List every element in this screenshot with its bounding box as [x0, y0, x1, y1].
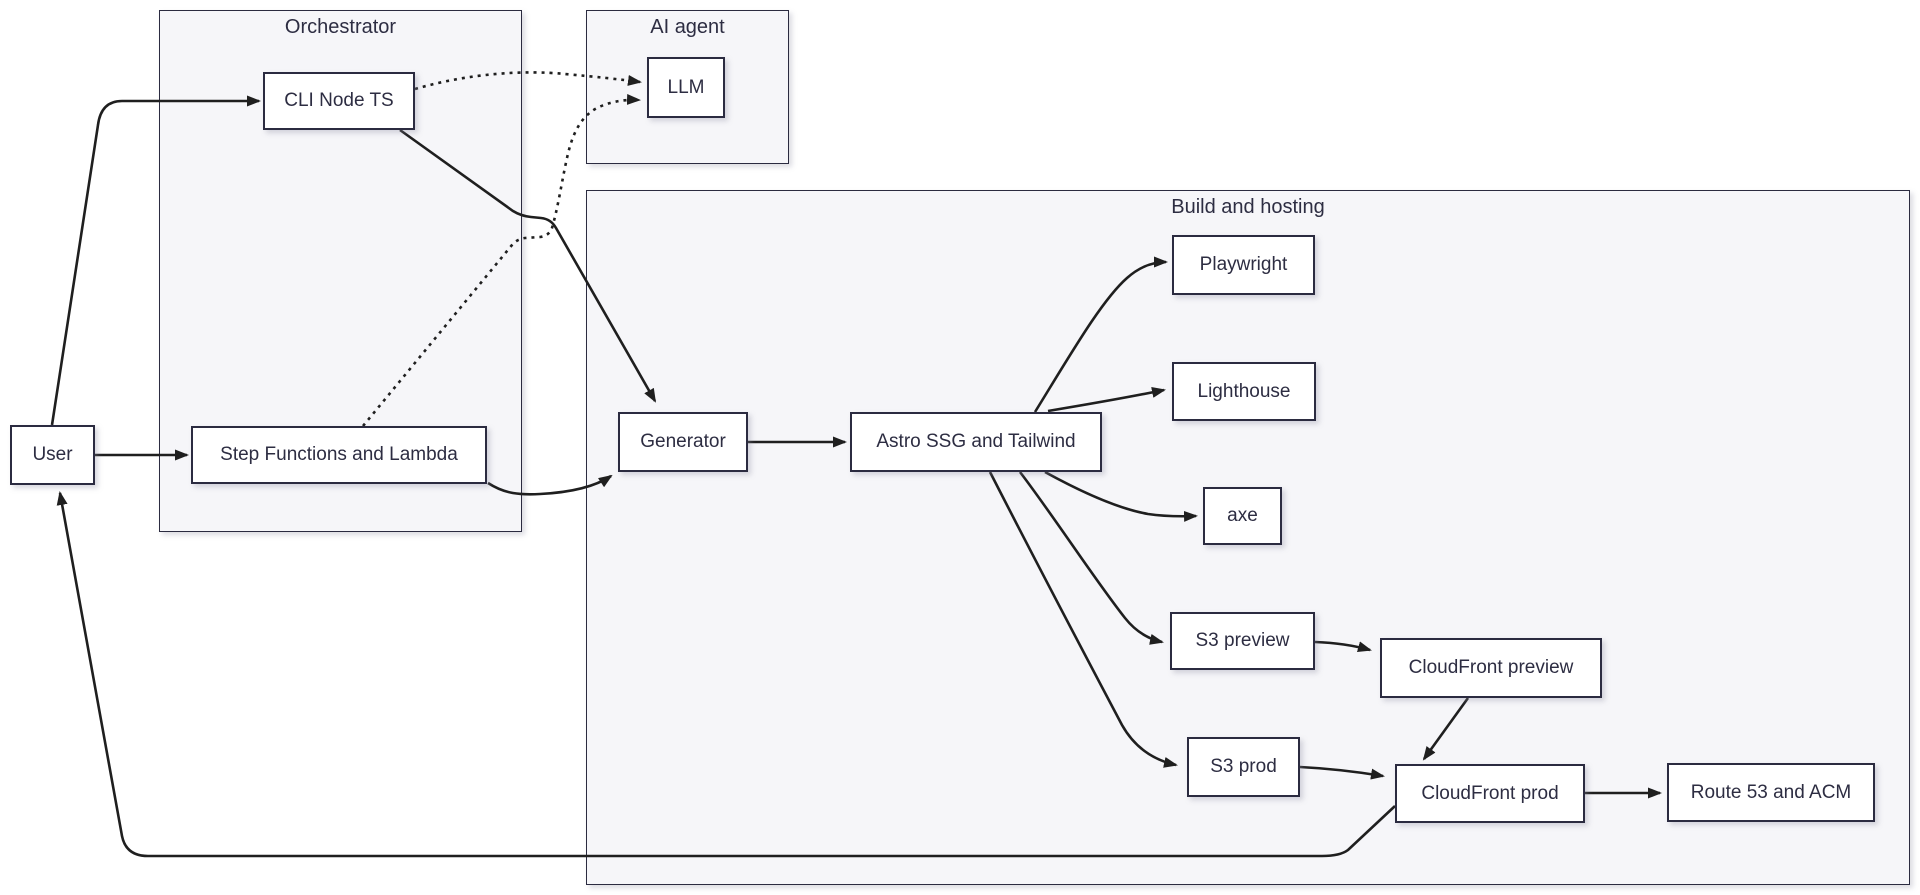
- node-route-53-and-acm-label: Route 53 and ACM: [1690, 781, 1852, 803]
- node-lighthouse: Lighthouse: [1172, 362, 1316, 421]
- cluster-build-and-hosting-label: Build and hosting: [1171, 196, 1325, 218]
- node-playwright: Playwright: [1172, 235, 1315, 295]
- node-cli-node-ts-label: CLI Node TS: [284, 90, 394, 111]
- node-cloudfront-prod: CloudFront prod: [1395, 764, 1585, 823]
- node-s3-prod-label: S3 prod: [1210, 756, 1277, 777]
- node-cloudfront-preview: CloudFront preview: [1380, 638, 1602, 698]
- node-user-label: User: [32, 444, 73, 465]
- cluster-ai-agent-label: AI agent: [650, 16, 725, 38]
- node-lighthouse-label: Lighthouse: [1197, 380, 1291, 402]
- node-step-functions-and-lambda: Step Functions and Lambda: [191, 426, 487, 484]
- node-s3-preview: S3 preview: [1170, 612, 1315, 670]
- node-user: User: [10, 425, 95, 485]
- node-playwright-label: Playwright: [1199, 254, 1288, 275]
- node-llm-label: LLM: [667, 76, 705, 98]
- node-cloudfront-preview-label: CloudFront preview: [1408, 657, 1574, 678]
- node-astro-ssg-and-tailwind-label: Astro SSG and Tailwind: [876, 431, 1076, 452]
- node-axe: axe: [1203, 487, 1282, 545]
- node-llm: LLM: [647, 57, 725, 118]
- node-astro-ssg-and-tailwind: Astro SSG and Tailwind: [850, 412, 1102, 472]
- node-step-functions-and-lambda-label: Step Functions and Lambda: [220, 444, 458, 465]
- node-cloudfront-prod-label: CloudFront prod: [1421, 782, 1559, 804]
- node-generator-label: Generator: [640, 431, 726, 452]
- cluster-orchestrator-label: Orchestrator: [284, 16, 397, 38]
- node-generator: Generator: [618, 412, 748, 472]
- node-route-53-and-acm: Route 53 and ACM: [1667, 763, 1875, 822]
- node-axe-label: axe: [1227, 505, 1258, 526]
- node-s3-preview-label: S3 preview: [1195, 630, 1290, 651]
- node-cli-node-ts: CLI Node TS: [263, 72, 415, 130]
- node-s3-prod: S3 prod: [1187, 737, 1300, 797]
